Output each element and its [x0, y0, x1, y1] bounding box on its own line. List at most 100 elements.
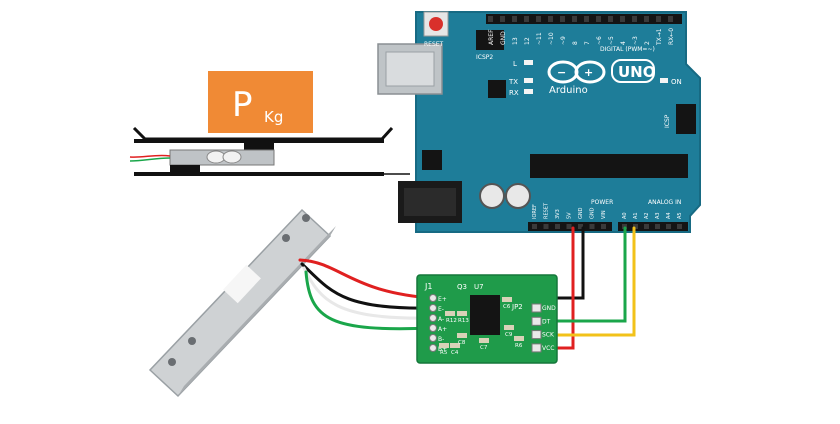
icsp2-label: ICSP2	[476, 54, 493, 61]
q3-label: Q3	[457, 283, 467, 291]
digital-pin	[524, 16, 529, 22]
scale-bottom-bar	[134, 172, 384, 176]
on-led	[660, 78, 668, 83]
hx711-component-label: C4	[451, 350, 459, 356]
hx711-component-label: C9	[505, 332, 513, 338]
smd-component	[479, 338, 489, 343]
hx711-left-pin-label: E+	[438, 296, 447, 303]
load-cell-body	[148, 208, 332, 398]
weight-unit: Kg	[264, 108, 283, 126]
hx711-component-label: R5	[440, 350, 448, 356]
power-pin-label: GND	[578, 207, 584, 219]
hx711-right-pad	[531, 330, 542, 340]
analog-pin-label: A4	[666, 212, 672, 219]
digital-pin-label: 8	[572, 41, 579, 45]
scale-mechanism: P Kg	[129, 71, 410, 176]
u7-label: U7	[474, 283, 484, 291]
scale-upper-mount	[244, 143, 274, 150]
power-pin-label: 5V	[567, 212, 573, 219]
digital-pin	[500, 16, 505, 22]
digital-pin-label: ~6	[596, 36, 603, 45]
power-pin	[578, 224, 583, 229]
hx711-left-pin-label: B+	[438, 346, 447, 353]
digital-pin-label: RX←0	[668, 28, 675, 45]
digital-pin-label: TX→1	[656, 28, 663, 46]
hx711-right-pad	[531, 303, 542, 313]
load-cell-hole	[282, 234, 290, 242]
led-rx	[524, 89, 533, 94]
hx711-component-label: R12	[446, 318, 457, 324]
wire-green-load-cell	[304, 270, 434, 331]
digital-pin-label: 13	[512, 37, 519, 45]
load-cell-side	[178, 226, 336, 396]
arduino-logo: − + Arduino UNO	[547, 59, 656, 96]
smd-component	[450, 343, 460, 348]
smd-component	[504, 325, 514, 330]
analog-pin-label: A5	[677, 212, 683, 219]
analog-pin	[666, 224, 671, 229]
analog-header	[618, 222, 688, 231]
uno-model: UNO	[618, 63, 656, 81]
led-tx	[524, 78, 533, 83]
load-cell-hole	[168, 358, 176, 366]
strain-gauge-pad	[223, 264, 261, 304]
scale-upper-bar	[134, 139, 384, 143]
digital-pin-label: AREF	[488, 29, 495, 45]
power-pin	[589, 224, 595, 229]
hx711-right-pad	[531, 316, 542, 326]
smd-component	[457, 311, 467, 316]
wire-red-load-cell	[298, 258, 434, 300]
j1-label: J1	[424, 282, 432, 291]
load-cell-hole	[206, 150, 226, 164]
analog-pin-label: A0	[622, 212, 628, 219]
hx711-left-pad	[429, 344, 437, 352]
hx711-left-pin-label: A+	[438, 326, 447, 333]
digital-pin	[536, 16, 541, 22]
hx711-left-pad	[429, 334, 437, 342]
analog-label: ANALOG IN	[648, 199, 681, 206]
power-pin-label: VIN	[601, 210, 607, 219]
digital-pin-label: ~10	[548, 32, 555, 45]
reset-button-cap[interactable]	[429, 17, 443, 31]
digital-pin	[644, 16, 649, 22]
scale-small-wires	[129, 154, 171, 158]
digital-pin-label: GND	[500, 31, 507, 45]
load-cell	[148, 208, 336, 398]
power-pin	[601, 224, 606, 229]
power-label: POWER	[591, 199, 613, 206]
digital-pin	[560, 16, 565, 22]
wire-black-load-cell	[300, 262, 434, 310]
weight-box	[208, 71, 313, 133]
hx711-left-pad	[429, 304, 437, 312]
usb-port-inner	[385, 51, 435, 87]
hx711-right-pad	[531, 343, 542, 353]
logo-infinity-right	[574, 60, 606, 84]
uno-badge	[611, 59, 655, 83]
voltage-regulator	[422, 150, 442, 170]
power-pin	[566, 224, 572, 229]
hx711-left-pin-label: E-	[438, 306, 444, 313]
logo-plus: +	[584, 66, 593, 79]
analog-pin	[655, 224, 660, 229]
hx711-left-pad	[429, 294, 437, 302]
analog-pin	[677, 224, 682, 229]
smd-component	[445, 311, 455, 316]
atmega-chip	[530, 154, 688, 178]
hx711-component-label: R6	[515, 343, 523, 349]
smd-component	[439, 343, 449, 348]
load-cell-hole	[302, 214, 310, 222]
analog-pin	[622, 224, 627, 229]
digital-pin-label: 12	[524, 37, 531, 45]
weight-label: P	[232, 85, 253, 125]
hx711-component-label: C8	[458, 340, 466, 346]
reset-label: RESET	[424, 41, 444, 48]
load-cell-hole	[188, 337, 196, 345]
hx711-right-pin-label: SCK	[542, 332, 555, 339]
digital-pin	[596, 16, 601, 22]
smd-component	[502, 297, 512, 302]
digital-pin-label: ~3	[632, 36, 639, 45]
